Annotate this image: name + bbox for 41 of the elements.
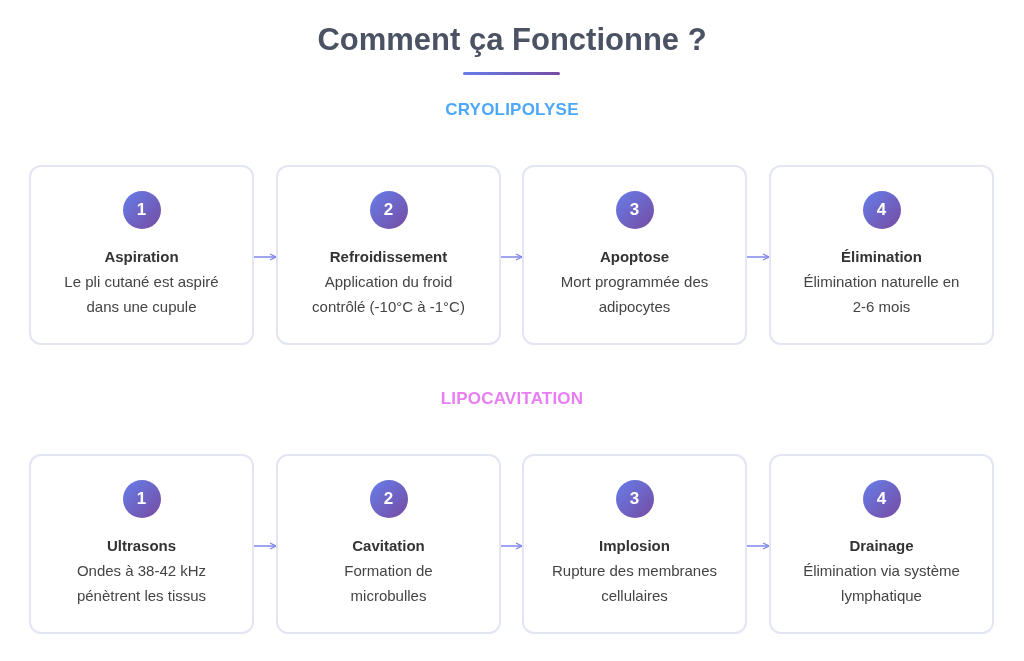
step-card [769, 165, 994, 345]
step-title: Élimination [841, 247, 922, 267]
step-description: Formation de microbulles [343, 561, 434, 606]
step-number-badge: 4 [862, 480, 901, 518]
step-description: Ondes à 38-42 kHz pénètrent les tissus [75, 561, 208, 606]
page-title: Comment ça Fonctionne ? [317, 21, 707, 59]
step-title: Ultrasons [106, 536, 177, 556]
step-description: Le pli cutané est aspiré dans une cupule [63, 272, 220, 317]
step-title: Drainage [849, 536, 914, 556]
step-title: Apoptose [599, 247, 670, 267]
section-heading: LIPOCAVITATION [440, 388, 584, 410]
step-number-badge: 1 [122, 480, 161, 518]
section-heading: CRYOLIPOLYSE [445, 99, 579, 121]
arrow [746, 542, 770, 550]
step-number-badge: 2 [369, 480, 408, 518]
step-title: Cavitation [352, 536, 425, 556]
step-number-badge: 1 [122, 191, 161, 229]
step-title: Implosion [599, 536, 670, 556]
step-card [29, 165, 254, 345]
step-description: Mort programmée des adipocytes [559, 272, 710, 317]
step-description: Élimination naturelle en 2-6 mois [802, 272, 961, 317]
step-number-badge: 3 [615, 191, 654, 229]
step-number-badge: 3 [615, 480, 654, 518]
step-number-badge: 4 [862, 191, 901, 229]
step-number-badge: 2 [369, 191, 408, 229]
step-card [522, 454, 747, 634]
arrow [253, 253, 277, 261]
step-title: Aspiration [104, 247, 179, 267]
step-card [769, 454, 994, 634]
step-card [522, 165, 747, 345]
step-card [29, 454, 254, 634]
step-description: Rupture des membranes cellulaires [550, 561, 719, 606]
step-description: Application du froid contrôlé (-10°C à -1°C) [311, 272, 466, 317]
arrow [746, 253, 770, 261]
step-card [276, 165, 501, 345]
arrow [500, 253, 523, 261]
step-card [276, 454, 501, 634]
arrow [500, 542, 523, 550]
step-description: Élimination via système lymphatique [802, 561, 961, 606]
arrow [253, 542, 277, 550]
step-title: Refroidissement [329, 247, 448, 267]
